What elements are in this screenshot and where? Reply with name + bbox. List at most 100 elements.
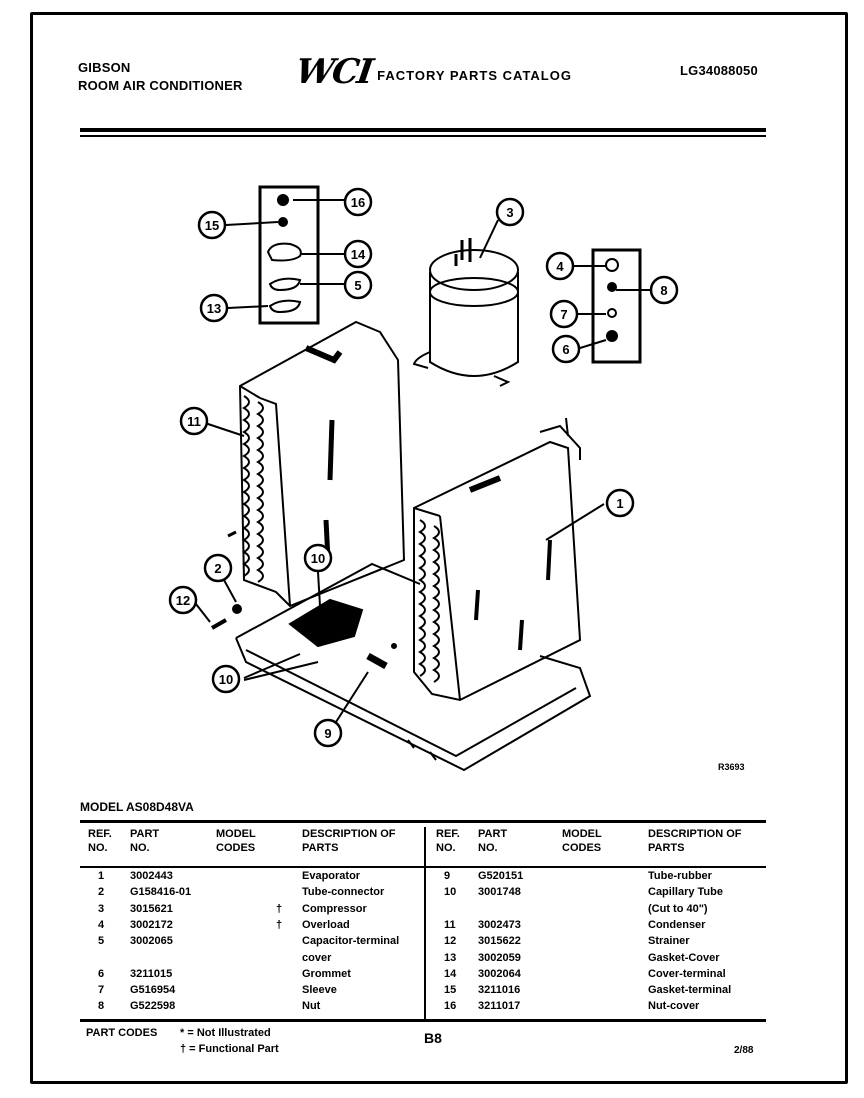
parts-cell-desc: Evaporator [302, 870, 361, 882]
callout-circle [549, 299, 579, 329]
callout-circle [211, 664, 241, 694]
nut-cover-part [277, 194, 289, 206]
catalog-title: FACTORY PARTS CATALOG [377, 67, 572, 83]
rubber-tube-part [366, 652, 388, 670]
col-part-left: PART NO. [130, 828, 160, 854]
parts-cell-desc: Cover-terminal [648, 967, 726, 980]
callout-circle [343, 270, 373, 300]
callout-circle [545, 251, 575, 281]
document-number: LG34088050 [680, 63, 758, 78]
callout-number: 5 [354, 278, 361, 293]
gasket-terminal-part [278, 217, 288, 227]
parts-cell-code: † [276, 902, 283, 915]
parts-cell-ref: 11 [444, 918, 456, 931]
figure-code: R3693 [718, 762, 745, 772]
parts-cell-part: 3015621 [130, 902, 173, 915]
strainer-part [211, 618, 227, 630]
parts-cell-ref: 16 [444, 1000, 457, 1013]
table-top-rule [80, 820, 766, 823]
parts-cell-part: G516954 [130, 984, 176, 997]
parts-cell-desc: Nut [302, 1000, 321, 1013]
parts-cell-part: 3002443 [130, 870, 173, 882]
callout-circle [343, 187, 373, 217]
callout-number: 9 [324, 726, 331, 741]
col-part-right: PART NO. [478, 828, 508, 854]
callout-number: 7 [560, 307, 567, 322]
parts-cell-desc: cover [302, 951, 332, 964]
parts-cell-part: 3002065 [130, 935, 173, 948]
parts-cell-desc: Compressor [302, 902, 367, 915]
parts-cell-part: G158416-01 [130, 886, 192, 899]
parts-cell-desc: Condenser [648, 918, 706, 931]
callout-number: 3 [506, 205, 513, 220]
revision-date: 2/88 [734, 1045, 754, 1056]
callout-number: 2 [214, 561, 221, 576]
header-rule [80, 128, 766, 132]
col-ref-right: REF. NO. [436, 828, 460, 854]
table-header-rule [80, 866, 766, 868]
parts-cell-ref: 13 [444, 951, 457, 964]
table-bottom-rule [80, 1019, 766, 1022]
model-line: MODEL AS08D48VA [80, 800, 194, 814]
overload-part [605, 258, 619, 272]
parts-cell-desc: Grommet [302, 967, 351, 980]
product-name: ROOM AIR CONDITIONER [78, 78, 243, 93]
parts-cell-part: 3002059 [478, 951, 521, 964]
parts-cell-desc: Overload [302, 918, 350, 931]
parts-cell-desc: Nut-cover [648, 1000, 700, 1013]
brand-name: GIBSON [78, 60, 131, 75]
callout-number: 10 [311, 551, 325, 566]
col-desc-right: DESCRIPTION OF PARTS [648, 828, 742, 854]
parts-cell-desc: Tube-rubber [648, 870, 712, 882]
parts-cell-part: G520151 [478, 870, 524, 882]
parts-cell-desc: Capacitor-terminal [302, 935, 400, 948]
col-ref-left: REF. NO. [88, 828, 112, 854]
col-model-right: MODEL CODES [562, 828, 602, 854]
callout-number: 16 [351, 195, 365, 210]
parts-cell-desc: Capillary Tube [648, 886, 723, 899]
table-divider [424, 827, 426, 1019]
callout-number: 10 [219, 672, 233, 687]
callout-circle [343, 239, 373, 269]
parts-cell-ref: 8 [98, 1000, 105, 1013]
col-desc-left: DESCRIPTION OF PARTS [302, 828, 396, 854]
parts-cell-ref: 12 [444, 935, 457, 948]
capillary-tube-bracket [288, 598, 364, 648]
parts-cell-desc: Strainer [648, 935, 690, 948]
base-pan [235, 562, 592, 772]
compressor-body [429, 272, 519, 377]
callout-circle [303, 543, 333, 573]
parts-cell-part: 3002064 [478, 967, 521, 980]
legend-not-illustrated: * = Not Illustrated [180, 1027, 271, 1039]
callout-number: 15 [205, 218, 219, 233]
callout-number: 1 [616, 496, 623, 511]
parts-cell-desc: Sleeve [302, 984, 337, 997]
parts-cell-ref: 2 [98, 886, 105, 899]
page-number: B8 [424, 1030, 442, 1046]
callout-number: 12 [176, 593, 190, 608]
parts-cell-desc: Tube-connector [302, 886, 385, 899]
parts-cell-ref: 1 [98, 870, 105, 882]
callout-number: 11 [187, 414, 201, 429]
callout-circle [197, 210, 227, 240]
legend-functional-part: † = Functional Part [180, 1043, 279, 1055]
callout-circle [313, 718, 343, 748]
col-model-left: MODEL CODES [216, 828, 256, 854]
callout-circle [199, 293, 229, 323]
right-parts-box [591, 248, 642, 364]
parts-cell-ref: 5 [98, 935, 105, 948]
parts-cell-part: 3002473 [478, 918, 521, 931]
callout-circle [551, 334, 581, 364]
callout-circle [168, 585, 198, 615]
parts-cell-part: G522598 [130, 1000, 176, 1013]
callout-circle [203, 553, 233, 583]
callout-number: 4 [556, 259, 564, 274]
cover-terminal-part [266, 242, 302, 262]
gasket-cover-part [268, 299, 302, 314]
page-frame [30, 12, 848, 1084]
callout-circle [495, 197, 525, 227]
parts-cell-ref: 15 [444, 984, 457, 997]
parts-cell-desc: Gasket-Cover [648, 951, 720, 964]
